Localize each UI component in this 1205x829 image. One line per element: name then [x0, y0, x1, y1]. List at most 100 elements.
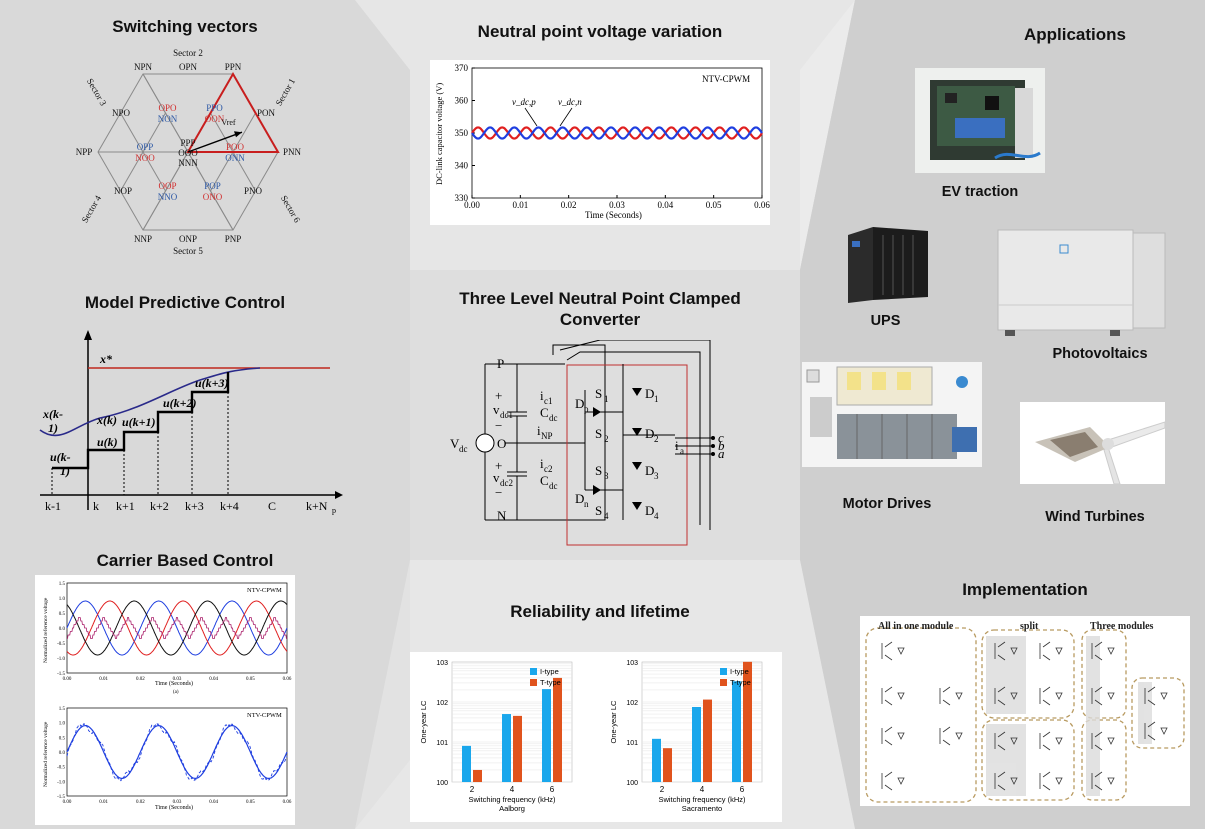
- y-tick-label: 102: [626, 700, 638, 707]
- vector-label: OON: [205, 114, 225, 124]
- diode-icon: [1055, 692, 1063, 700]
- x-tick-label: 0.06: [283, 677, 292, 682]
- svg-text:dc: dc: [459, 444, 468, 454]
- vector-label: NNN: [178, 158, 198, 168]
- svg-text:(a): (a): [173, 690, 179, 695]
- svg-text:−: −: [495, 418, 502, 433]
- y-tick-label: 103: [626, 660, 638, 667]
- reliability-title: Reliability and lifetime: [510, 602, 690, 621]
- vector-label: PNP: [225, 234, 242, 244]
- bar-t-type: [743, 661, 752, 782]
- svg-text:All in one module: All in one module: [878, 621, 954, 632]
- bar-i-type: [542, 689, 551, 782]
- vector-label: PNO: [244, 186, 263, 196]
- y-tick-label: 1.5: [59, 707, 66, 712]
- diode-icon: [1107, 777, 1115, 785]
- x-tick-label: 6: [740, 785, 745, 794]
- svg-text:NTV-CPWM: NTV-CPWM: [247, 587, 282, 594]
- x-tick-label: 4: [510, 785, 515, 794]
- sector-1-highlight: [186, 72, 280, 153]
- sector-label: Sector 3: [85, 77, 109, 108]
- bar-i-type: [502, 714, 511, 782]
- svg-text:u(k+2): u(k+2): [163, 396, 197, 410]
- vector-label: OOP: [158, 181, 176, 191]
- svg-text:2: 2: [654, 434, 659, 444]
- neutral-point-title: Neutral point voltage variation: [477, 22, 723, 41]
- vector-label: PPN: [225, 62, 242, 72]
- svg-text:1): 1): [60, 464, 70, 478]
- sector-label: Sector 4: [80, 193, 104, 224]
- diode-icon: [1010, 647, 1018, 655]
- y-tick-label: 101: [436, 740, 448, 747]
- svg-text:Time (Seconds): Time (Seconds): [155, 680, 193, 687]
- vector-label: OPN: [179, 62, 198, 72]
- svg-text:k+N: k+N: [306, 499, 328, 513]
- diode-icon: [1055, 737, 1063, 745]
- svg-text:S: S: [595, 386, 602, 401]
- y-tick-label: 0.0: [59, 627, 66, 632]
- x-tick-label: 0.02: [136, 677, 145, 682]
- svg-text:D: D: [645, 386, 654, 401]
- diode-icon: [1010, 777, 1018, 785]
- series-va0: [66, 725, 288, 779]
- svg-text:NTV-CPWM: NTV-CPWM: [247, 712, 282, 719]
- bar-i-type: [732, 681, 741, 782]
- bar-t-type: [473, 769, 482, 782]
- y-tick-label: -1.5: [57, 672, 65, 677]
- svg-text:p: p: [584, 404, 589, 414]
- sector-label: Sector 2: [173, 48, 203, 58]
- mpc-diagram: x* x(k- 1) x(k) u(k- 1) u(k) u(k+1) u(k+…: [39, 330, 343, 515]
- vref-arrow: [187, 131, 243, 153]
- vector-label: NOP: [114, 186, 132, 196]
- x-tick-label: 0.02: [561, 200, 577, 210]
- y-tick-label: 340: [455, 161, 469, 171]
- svg-text:N: N: [497, 508, 507, 523]
- svg-text:Normalized reference voltage: Normalized reference voltage: [42, 597, 49, 663]
- svg-text:b: b: [718, 438, 725, 453]
- bar-t-type: [663, 748, 672, 782]
- series-vb0: [66, 600, 288, 656]
- vector-label: POO: [226, 142, 245, 152]
- svg-text:c2: c2: [544, 464, 553, 474]
- legend-label: T-type: [730, 678, 751, 687]
- diode-icon: [955, 692, 963, 700]
- svg-text:D: D: [645, 463, 654, 478]
- x-tick-label: 2: [470, 785, 475, 794]
- svg-text:4: 4: [604, 511, 609, 521]
- svg-text:Time (Seconds): Time (Seconds): [585, 210, 642, 220]
- x-tick-label: 0.02: [136, 800, 145, 805]
- implementation-title: Implementation: [962, 580, 1088, 599]
- photovoltaics-image: [990, 225, 1175, 340]
- svg-text:v_dc,p: v_dc,p: [512, 97, 536, 107]
- y-tick-label: 0.5: [59, 612, 66, 617]
- bar-i-type: [692, 706, 701, 782]
- motor-drives-image: [802, 362, 982, 467]
- wind-turbines-image: [1020, 402, 1165, 484]
- x-tick-label: 0.05: [246, 800, 255, 805]
- vector-label: NON: [158, 114, 178, 124]
- diode-icon: [897, 777, 905, 785]
- svg-text:Three modules: Three modules: [1090, 621, 1154, 632]
- y-tick-label: 1.0: [59, 597, 66, 602]
- legend-label: I-type: [730, 667, 749, 676]
- y-tick-label: -0.5: [57, 766, 65, 771]
- svg-text:k+4: k+4: [220, 499, 239, 513]
- series-vdcn: [471, 126, 763, 140]
- svg-text:a: a: [718, 446, 725, 461]
- vector-label: PNN: [283, 147, 302, 157]
- y-axis-label: One-year LC: [609, 700, 618, 744]
- svg-text:NP: NP: [541, 431, 553, 441]
- svg-text:2: 2: [604, 434, 609, 444]
- diode-icon: [1107, 737, 1115, 745]
- x-tick-label: 0.03: [609, 200, 625, 210]
- legend-label: I-type: [540, 667, 559, 676]
- bar-t-type: [703, 699, 712, 782]
- x-tick-label: 0.01: [99, 677, 108, 682]
- vector-label: OPP: [137, 142, 154, 152]
- svg-text:u(k+3): u(k+3): [195, 376, 229, 390]
- svg-text:dc: dc: [549, 413, 558, 423]
- diode-icon: [1010, 737, 1018, 745]
- svg-text:DC-link capacitor voltage (V): DC-link capacitor voltage (V): [434, 83, 444, 185]
- svg-text:D: D: [645, 426, 654, 441]
